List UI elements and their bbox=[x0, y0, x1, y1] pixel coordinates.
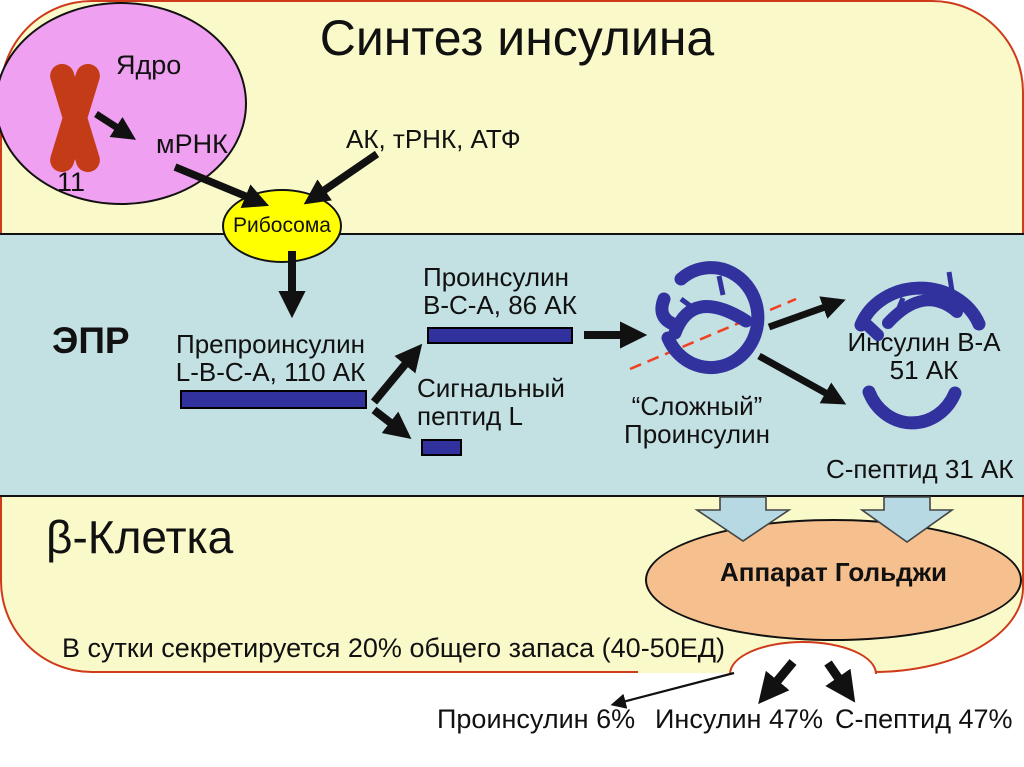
border-gap bbox=[638, 667, 732, 673]
preproinsulin-line1: Препроинсулин bbox=[176, 329, 365, 359]
er-band bbox=[0, 233, 1024, 497]
insulin-line2: 51 АК bbox=[889, 355, 959, 385]
golgi-label: Аппарат Гольджи bbox=[719, 556, 948, 587]
arrow-secreted-proinsulin bbox=[610, 671, 735, 709]
proinsulin-line2: B-C-A, 86 АК bbox=[423, 290, 577, 320]
preproinsulin-label: Препроинсулин L-B-C-A, 110 АК bbox=[168, 330, 373, 386]
proinsulin-label: Проинсулин B-C-A, 86 АК bbox=[423, 263, 577, 319]
complex-proinsulin-line2: Проинсулин bbox=[624, 419, 770, 449]
insulin-label: Инсулин B-A 51 АК bbox=[838, 328, 1010, 384]
page-title: Синтез инсулина bbox=[319, 10, 715, 66]
secreted-proinsulin-label: Проинсулин 6% bbox=[437, 704, 636, 734]
complex-proinsulin-label: “Сложный” Проинсулин bbox=[612, 392, 782, 448]
preproinsulin-bar bbox=[180, 390, 367, 409]
chromosome-x-icon bbox=[47, 60, 103, 176]
er-label: ЭПР bbox=[52, 320, 130, 361]
golgi-apparatus: Аппарат Гольджи bbox=[645, 519, 1022, 641]
mrna-label: мРНК bbox=[156, 129, 228, 159]
c-peptide-label: С-пептид 31 АК bbox=[826, 454, 1014, 484]
secretion-note: В сутки секретируется 20% общего запаса … bbox=[62, 633, 726, 663]
signal-peptide-line1: Сигнальный bbox=[417, 373, 565, 403]
ribosome-label: Рибосома bbox=[233, 214, 331, 237]
chromosome-number: 11 bbox=[57, 167, 86, 197]
complex-proinsulin-line1: “Сложный” bbox=[631, 391, 763, 421]
inputs-label: АК, тРНК, АТФ bbox=[346, 124, 521, 154]
nucleus-label: Ядро bbox=[116, 50, 182, 80]
preproinsulin-line2: L-B-C-A, 110 АК bbox=[175, 357, 366, 387]
signal-peptide-line2: пептид L bbox=[417, 401, 523, 431]
insulin-line1: Инсулин B-A bbox=[847, 327, 1001, 357]
secreted-c-peptide-label: С-пептид 47% bbox=[835, 704, 1013, 734]
signal-peptide-label: Сигнальный пептид L bbox=[417, 374, 565, 430]
proinsulin-line1: Проинсулин bbox=[423, 262, 569, 292]
proinsulin-bar bbox=[427, 327, 573, 344]
signal-peptide-bar bbox=[421, 439, 462, 456]
ribosome: Рибосома bbox=[222, 189, 342, 263]
beta-cell-label: β-Клетка bbox=[46, 511, 234, 563]
secreted-insulin-label: Инсулин 47% bbox=[655, 704, 824, 734]
nucleus bbox=[0, 2, 247, 205]
